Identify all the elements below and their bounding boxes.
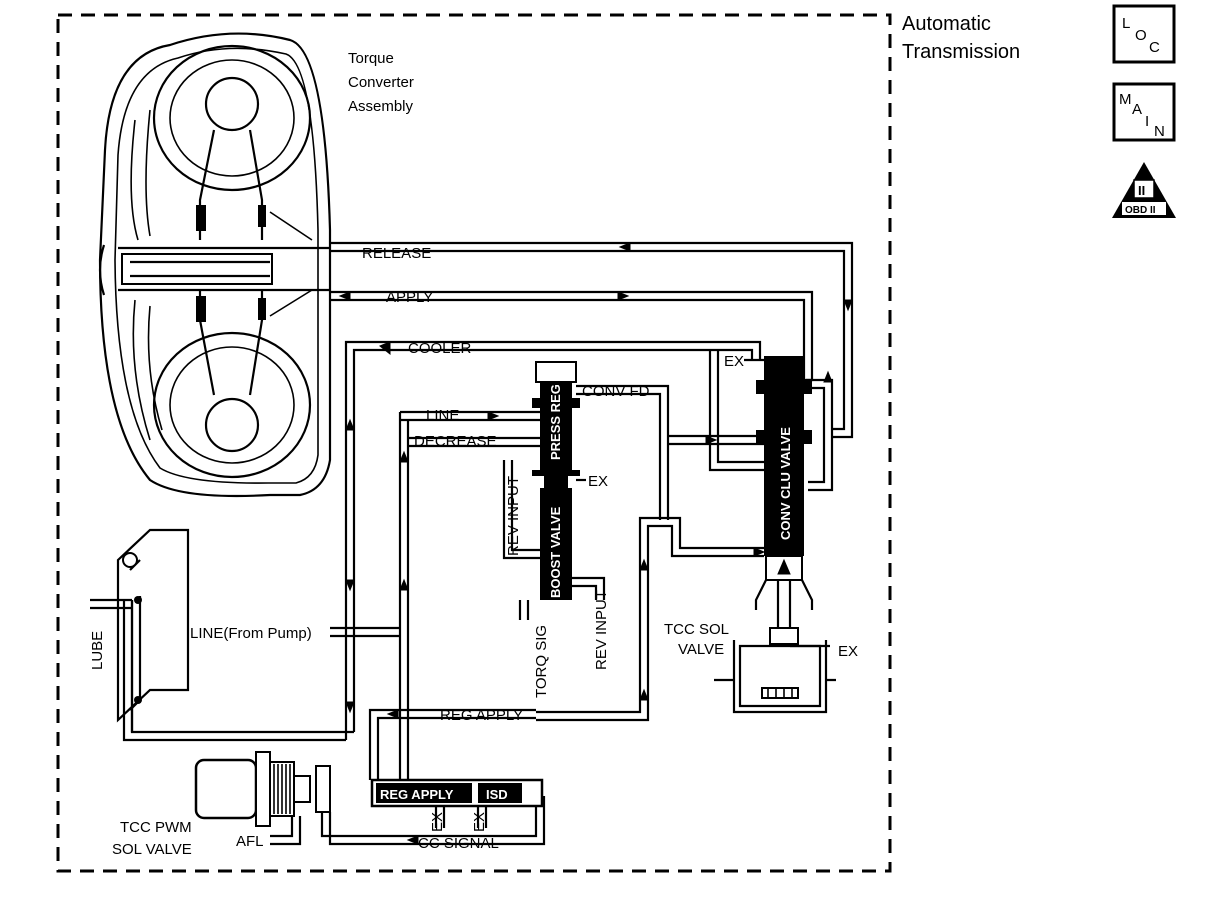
svg-text:A: A (1132, 101, 1142, 118)
clu-side-line (804, 378, 834, 492)
press-reg-boost-valve: PRESS REG BOOST VALVE (532, 361, 580, 600)
line-pressure-lines (330, 410, 540, 780)
transmission-boundary (56, 13, 892, 873)
svg-text:I: I (1145, 113, 1149, 130)
lube-cooler (90, 528, 190, 732)
torque-converter-label-1: Torque (348, 50, 394, 67)
ex-sol-label: EX (838, 643, 858, 660)
tcc-pwm-sol-valve (194, 751, 331, 846)
svg-text:L: L (1122, 15, 1130, 32)
reg-apply-label: REG APPLY (440, 707, 523, 724)
conv-fd-label: CONV FD (582, 383, 650, 400)
clu-feed-line-3 (662, 516, 764, 558)
svg-text:CONV CLU VALVE: CONV CLU VALVE (778, 427, 793, 540)
release-label: RELEASE (362, 245, 431, 262)
torque-converter-assembly (98, 32, 332, 498)
ex-boost-label: EX (588, 473, 608, 490)
torque-converter-label-3: Assembly (348, 98, 414, 115)
svg-text:O: O (1135, 27, 1147, 44)
afl-label: AFL (236, 833, 264, 850)
decrease-label: DECREASE (414, 433, 497, 450)
svg-text:ISD: ISD (486, 787, 508, 802)
svg-text:BOOST VALVE: BOOST VALVE (548, 506, 563, 598)
title-line-2: Transmission (902, 41, 1020, 63)
conv-clu-valve: CONV CLU VALVE (756, 356, 812, 581)
svg-text:C: C (1149, 39, 1160, 56)
reg-apply-line (368, 516, 662, 780)
conv-fd-line (576, 384, 670, 520)
rev-input-left-label: REV INPUT (505, 476, 522, 556)
clu-feed-line-1 (668, 434, 764, 446)
tcc-pwm-sol-valve-label-1: TCC PWM (120, 819, 192, 836)
release-line (330, 241, 854, 439)
tcc-sol-valve (714, 579, 836, 714)
ex-top-label: EX (724, 353, 744, 370)
svg-text:REG APPLY: REG APPLY (380, 787, 454, 802)
torq-sig-line (518, 600, 530, 620)
title-line-1: Automatic (902, 13, 991, 35)
tcc-sol-valve-label-1: TCC SOL (664, 621, 729, 638)
svg-text:OBD II: OBD II (1125, 205, 1156, 216)
cc-signal-label: CC SIGNAL (418, 835, 499, 852)
reg-apply-isd-valve: REG APPLY ISD (370, 778, 544, 828)
svg-text:N: N (1154, 123, 1165, 140)
loc-badge: L O C (1112, 4, 1176, 64)
lube-label: LUBE (89, 631, 106, 670)
svg-text:PRESS REG: PRESS REG (548, 384, 563, 460)
tcc-sol-valve-label-2: VALVE (678, 641, 724, 658)
rev-input-left-line (502, 460, 540, 560)
torque-converter-label-2: Converter (348, 74, 414, 91)
cooler-label: COOLER (408, 340, 472, 357)
svg-text:II: II (1138, 183, 1145, 198)
clu-feed-line-2 (708, 350, 764, 472)
rev-input-right-line (572, 576, 606, 600)
main-badge: M A I N (1112, 82, 1176, 142)
cc-signal-line (320, 796, 546, 846)
svg-text:M: M (1119, 91, 1132, 108)
torq-sig-label: TORQ SIG (533, 625, 550, 698)
rev-input-right-label: REV INPUT (593, 590, 610, 670)
tcc-pwm-sol-valve-label-2: SOL VALVE (112, 841, 192, 858)
obd-ii-badge: II OBD II (1112, 162, 1176, 218)
apply-label: APPLY (386, 289, 433, 306)
line-from-pump-label: LINE(From Pump) (190, 625, 312, 642)
ex-reg1-label: EX (429, 812, 446, 832)
line-label: LINE (426, 407, 459, 424)
ex-reg2-label: EX (471, 812, 488, 832)
